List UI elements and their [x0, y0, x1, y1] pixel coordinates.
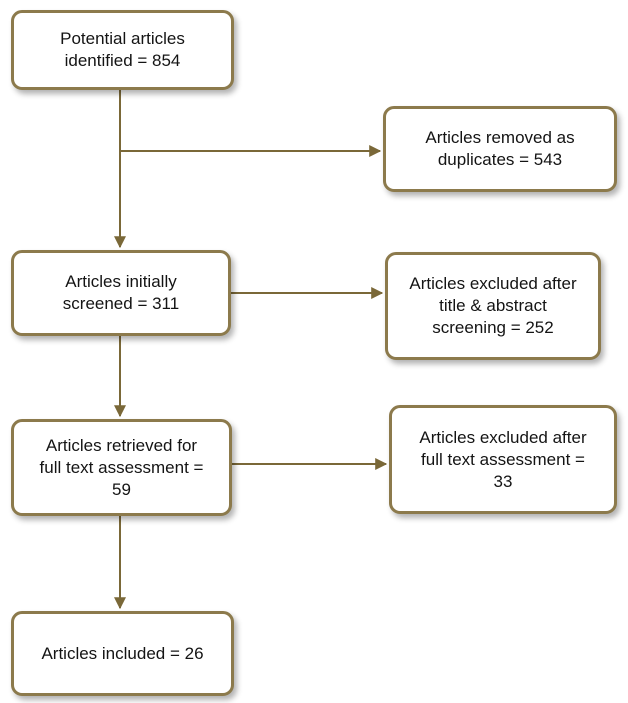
articles-included-box: Articles included = 26 [11, 611, 234, 696]
title-abstract-excluded-box: Articles excluded after title & abstract… [385, 252, 601, 360]
initially-screened-box: Articles initially screened = 311 [11, 250, 231, 336]
full-text-retrieved-box: Articles retrieved for full text assessm… [11, 419, 232, 516]
potential-articles-box: Potential articles identified = 854 [11, 10, 234, 90]
duplicates-removed-box: Articles removed as duplicates = 543 [383, 106, 617, 192]
full-text-excluded-box: Articles excluded after full text assess… [389, 405, 617, 514]
